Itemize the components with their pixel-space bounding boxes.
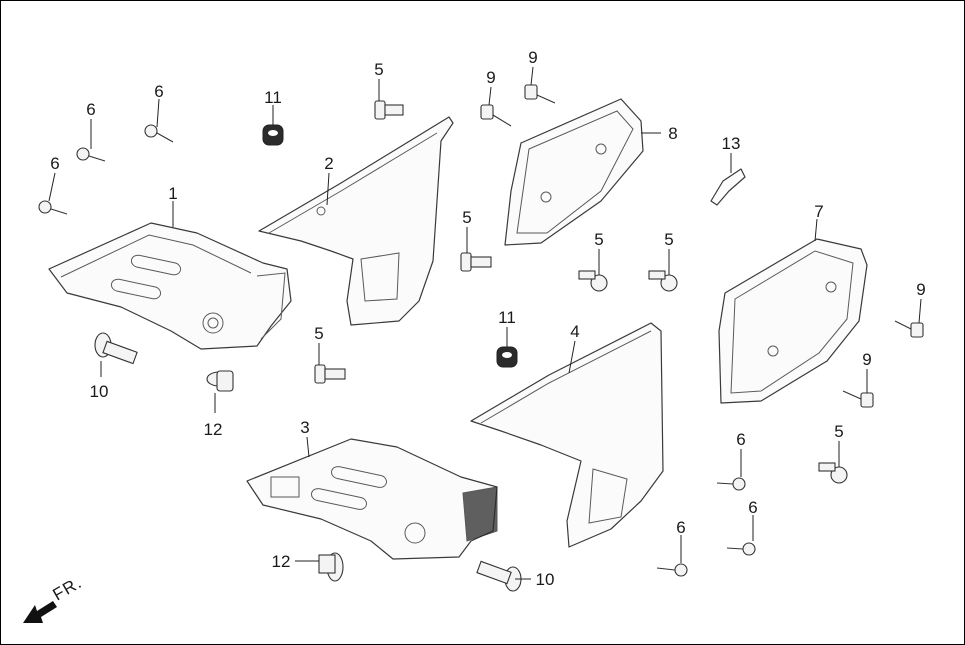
callout-6f: 6: [676, 518, 685, 537]
callout-9d: 9: [862, 350, 871, 369]
bolt-5c: [314, 364, 346, 384]
part-1-left-lower-cover: [48, 222, 292, 350]
screw-6d: [716, 477, 746, 491]
part-8-upper-pad: [504, 98, 644, 246]
front-label: FR.: [50, 573, 86, 605]
callout-5c: 5: [314, 324, 323, 343]
screw-6b: [144, 124, 174, 143]
screw-6a: [76, 147, 106, 162]
bolt-5f: [818, 462, 848, 484]
bolt-5d: [578, 270, 608, 292]
bolt-5e: [648, 270, 678, 292]
pin-10b: [476, 560, 522, 592]
callout-6a: 6: [86, 100, 95, 119]
callout-4: 4: [570, 322, 579, 341]
bolt-5a: [374, 100, 404, 120]
grommet-11a: [262, 124, 284, 146]
callout-1: 1: [168, 184, 177, 203]
callout-10b: 10: [536, 570, 555, 589]
part-4-right-side-panel: [470, 322, 664, 548]
collar-12a: [206, 370, 234, 392]
callout-10a: 10: [90, 382, 109, 401]
callout-2: 2: [324, 154, 333, 173]
callout-5a: 5: [374, 60, 383, 79]
part-7-lower-pad: [718, 238, 868, 404]
bolt-9c: [894, 320, 924, 338]
bolt-9a: [480, 104, 512, 127]
collar-12b: [318, 552, 344, 582]
callout-8: 8: [668, 124, 677, 143]
callout-5e: 5: [664, 230, 673, 249]
front-direction-indicator: FR.: [23, 573, 85, 623]
pin-10a: [94, 332, 138, 365]
leader-lines: [48, 66, 922, 580]
front-arrow-icon: [23, 601, 57, 623]
callout-6c: 6: [50, 154, 59, 173]
part-2-left-side-panel: [258, 116, 454, 326]
callout-9b: 9: [528, 48, 537, 67]
bolt-9b: [524, 84, 556, 104]
callout-6b: 6: [154, 82, 163, 101]
callout-12a: 12: [204, 420, 223, 439]
callout-3: 3: [300, 418, 309, 437]
part-3-right-lower-cover: [246, 438, 498, 560]
bolt-9d: [842, 390, 874, 408]
callout-5d: 5: [594, 230, 603, 249]
callout-7: 7: [814, 202, 823, 221]
screw-6f: [656, 563, 688, 577]
callout-9c: 9: [916, 280, 925, 299]
callout-9a: 9: [486, 68, 495, 87]
callout-5b: 5: [462, 208, 471, 227]
callout-labels: 1 2 3 4 5 5 5 5 5 5 6 6 6 6 6 6 7 8 9 9 …: [50, 48, 925, 589]
callout-11a: 11: [264, 88, 282, 107]
grommet-11b: [496, 346, 518, 368]
callout-6d: 6: [736, 430, 745, 449]
callout-11b: 11: [498, 308, 516, 327]
callout-6e: 6: [748, 498, 757, 517]
screw-6c: [38, 200, 68, 215]
callout-13: 13: [722, 134, 741, 153]
screw-6e: [726, 542, 756, 556]
callout-12b: 12: [272, 552, 291, 571]
callout-5f: 5: [834, 422, 843, 441]
part-13-clip: [710, 168, 746, 206]
bolt-5b: [460, 252, 492, 272]
